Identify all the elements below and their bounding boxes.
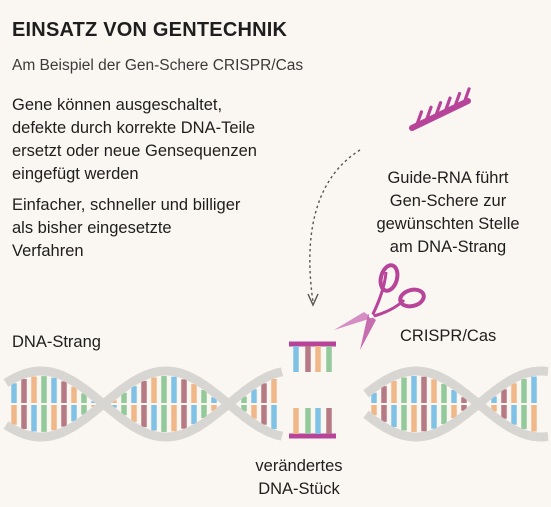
dna-helix-right [363, 366, 549, 442]
guide-rna-tooth [443, 96, 452, 114]
changed-dna-piece [289, 341, 336, 439]
guide-rna-line: am DNA-Strang [389, 238, 507, 256]
changed-piece-line: DNA-Stück [258, 480, 340, 498]
guide-rna-comb-icon [409, 87, 471, 131]
changed-piece-label: verändertes DNA-Stück [239, 455, 359, 501]
guide-rna-tooth [414, 110, 424, 128]
guide-rna-tooth [462, 87, 471, 105]
scissors-icon [334, 263, 426, 350]
dna-strand-label: DNA-Strang [12, 333, 101, 351]
guide-rna-label: Guide-RNA führt Gen-Schere zur gewünscht… [362, 167, 534, 259]
subtitle: Am Beispiel der Gen-Schere CRISPR/Cas [12, 57, 304, 74]
dna-backbone [363, 366, 549, 442]
intro-line: ersetzt oder neue Gensequenzen [12, 142, 257, 160]
dna-helix-icon [3, 366, 284, 442]
dna-backbone [3, 366, 284, 442]
guide-rna-line: Guide-RNA führt [387, 169, 509, 187]
advantages-line: als bisher eingesetzte [12, 219, 172, 237]
guide-rna-tooth [424, 105, 433, 123]
advantages-line: Einfacher, schneller und billiger [12, 196, 241, 214]
guide-rna-tooth [452, 91, 462, 110]
guide-rna-tooth [433, 101, 443, 119]
guide-rna-line: gewünschten Stelle [376, 215, 520, 233]
intro-paragraph: Gene können ausgeschaltet, defekte durch… [12, 94, 312, 186]
intro-line: eingefügt werden [12, 165, 139, 183]
dna-backbone [3, 366, 284, 442]
intro-line: Gene können ausgeschaltet, [12, 96, 223, 114]
dna-backbone [363, 366, 549, 442]
intro-line: defekte durch korrekte DNA-Teile [12, 119, 256, 137]
changed-piece-line: verändertes [255, 457, 343, 475]
dashed-arrow-icon [307, 149, 361, 307]
guide-rna-line: Gen-Schere zur [389, 192, 507, 210]
advantages-line: Verfahren [12, 242, 84, 260]
advantages-paragraph: Einfacher, schneller und billiger als bi… [12, 194, 312, 263]
crispr-label: CRISPR/Cas [400, 327, 497, 345]
page-title: EINSATZ VON GENTECHNIK [12, 19, 288, 41]
